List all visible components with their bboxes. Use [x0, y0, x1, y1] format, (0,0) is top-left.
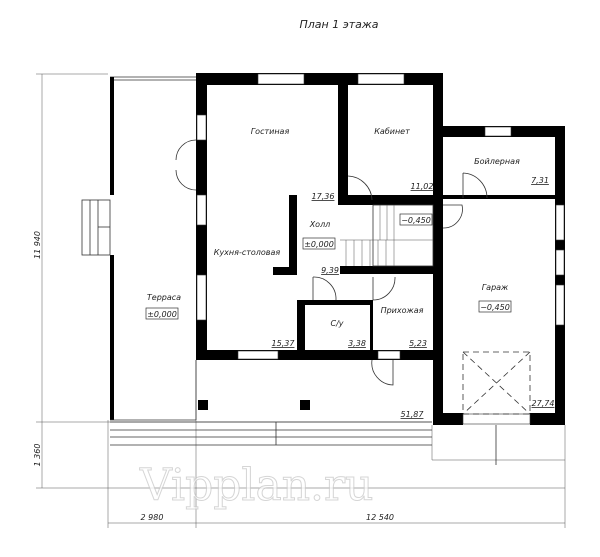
dim-width-house: 12 540 [366, 513, 394, 522]
room-area: 7,31 [531, 176, 549, 185]
room-name: Прихожая [381, 306, 424, 315]
windows [196, 73, 565, 425]
doors-and-stairs [175, 139, 531, 415]
entrance-steps [110, 421, 497, 465]
room-area: 11,02 [411, 182, 434, 191]
room-area: 5,23 [409, 339, 427, 348]
room-name: Бойлерная [474, 157, 520, 166]
watermark: Vipplan.ru [139, 460, 373, 511]
room-name: С/у [330, 319, 343, 328]
terrace [81, 76, 310, 421]
room-area: 3,38 [348, 339, 366, 348]
room-labels: Гостиная 17,36 Кабинет 11,02 Бойлерная 7… [147, 127, 555, 419]
room-area: 9,39 [321, 266, 339, 275]
plan-title: План 1 этажа [299, 18, 378, 31]
room-name: Холл [309, 220, 331, 229]
level-garage: −0,450 [480, 303, 510, 312]
room-area: 51,87 [401, 410, 425, 419]
room-name: Терраса [147, 293, 181, 302]
room-area: 17,36 [312, 192, 335, 201]
dim-height-steps: 1 360 [33, 444, 42, 467]
room-area: 27,74 [532, 399, 555, 408]
level-hall: ±0,000 [304, 240, 334, 249]
dim-width-terrace: 2 980 [141, 513, 164, 522]
level-terrace: ±0,000 [147, 310, 177, 319]
room-name: Кухня-столовая [214, 248, 281, 257]
room-name: Гостиная [251, 127, 290, 136]
room-area: 15,37 [272, 339, 296, 348]
room-name: Кабинет [374, 127, 410, 136]
level-marks: ±0,000 −0,450 ±0,000 −0,450 [145, 213, 512, 320]
room-name: Гараж [482, 283, 509, 292]
dim-height-main: 11 940 [33, 231, 42, 259]
level-stairs: −0,450 [401, 216, 431, 225]
